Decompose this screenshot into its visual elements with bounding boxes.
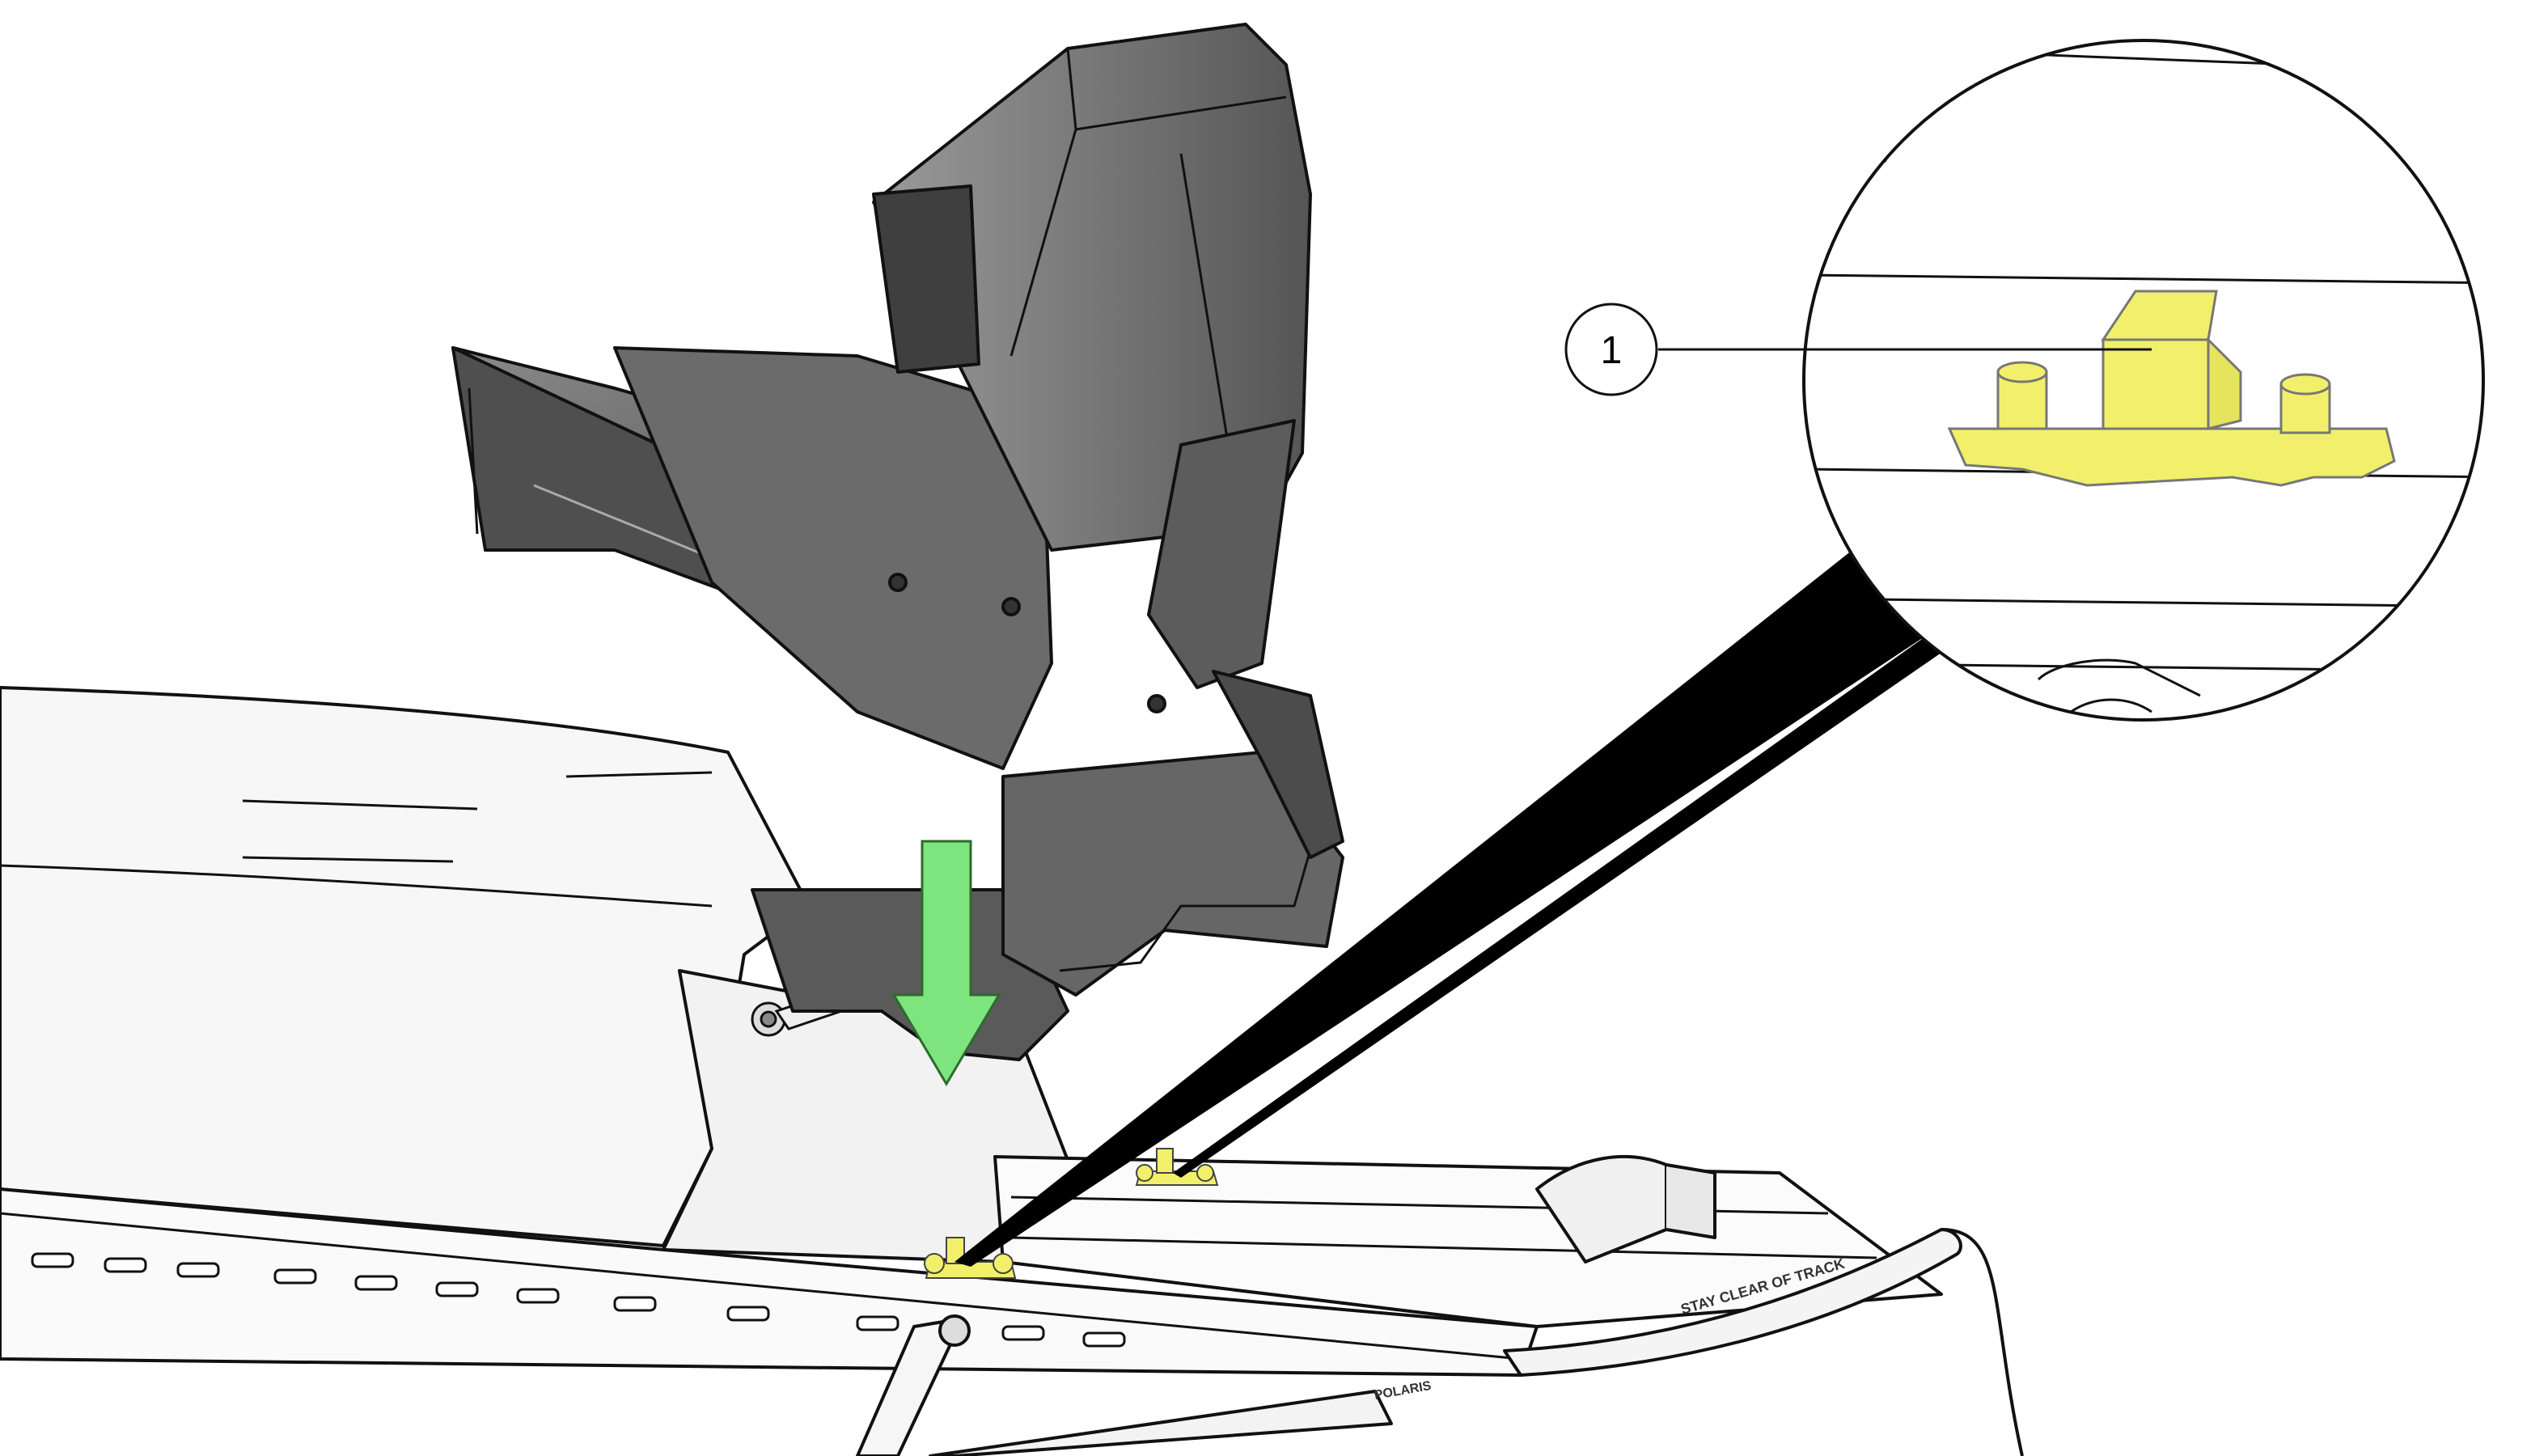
tunnel-vent-slots <box>31 1252 1126 1348</box>
seat-mount-bracket-rear <box>1135 1148 1219 1186</box>
seat-mount-bracket-front <box>924 1237 1017 1279</box>
seat-assembly <box>451 23 1344 1061</box>
callout-1: 1 <box>1564 303 2152 396</box>
detail-view <box>1802 39 2485 722</box>
detail-leader <box>954 550 1949 1267</box>
seat-mount-bracket <box>1947 290 2396 487</box>
callout-1-circle <box>1564 303 1658 396</box>
snowmobile-body <box>0 686 2024 1456</box>
arrow-down-icon <box>891 840 1001 1086</box>
brand-decal: POLARIS <box>1373 1379 1433 1403</box>
callout-1-label: 1 <box>1601 329 1623 372</box>
